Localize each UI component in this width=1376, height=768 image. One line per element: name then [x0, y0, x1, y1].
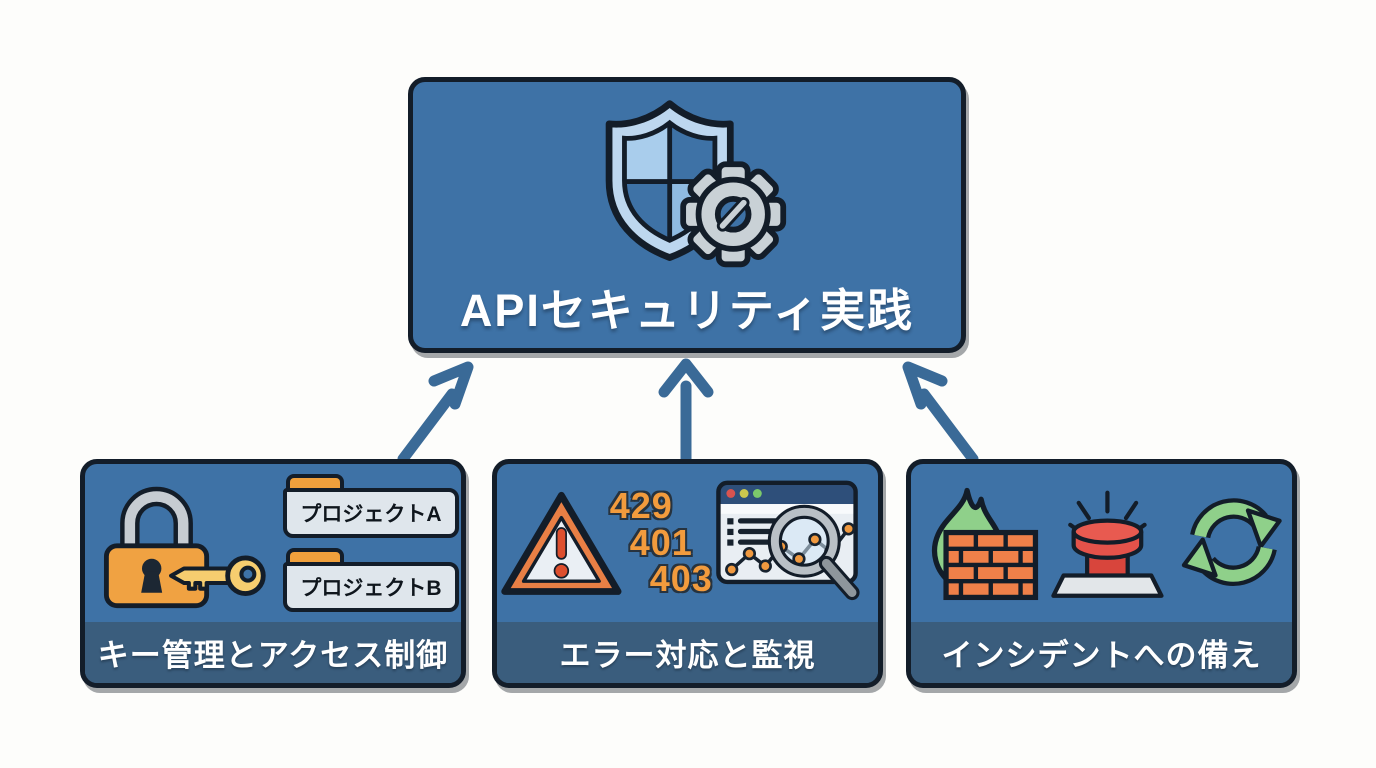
emergency-button-icon [1051, 490, 1165, 598]
firewall-icon [932, 487, 1039, 600]
node-incident-preparedness-label: インシデントへの備え [911, 622, 1292, 683]
folder-list: プロジェクトA プロジェクトB [283, 474, 459, 612]
magnifier-icon [775, 512, 834, 571]
folder-label: プロジェクトB [300, 577, 442, 600]
root-node-title: APIセキュリティ実践 [459, 285, 915, 336]
node-key-management: プロジェクトA プロジェクトB キー管理とアクセス制御 [80, 459, 466, 688]
error-code: 429 [609, 484, 673, 526]
node-error-monitoring-body: 429 401 403 [497, 464, 878, 622]
gear-icon [680, 161, 787, 268]
warning-triangle-icon [501, 491, 622, 595]
root-node: APIセキュリティ実践 [408, 77, 966, 353]
shield-gear-icon [605, 100, 787, 268]
folder-project-b: プロジェクトB [283, 548, 459, 612]
padlock-key-icon [103, 486, 266, 609]
arrow-right-node-to-root [902, 361, 979, 465]
error-code-list: 429 401 403 [609, 484, 719, 600]
error-code: 403 [649, 558, 713, 600]
node-incident-preparedness: インシデントへの備え [906, 459, 1297, 688]
folder-icon [286, 474, 344, 490]
node-error-monitoring: 429 401 403 [492, 459, 883, 688]
node-key-management-label: キー管理とアクセス制御 [85, 622, 461, 683]
recovery-cycle-icon [1182, 498, 1283, 586]
node-key-management-body: プロジェクトA プロジェクトB [85, 464, 461, 622]
arrow-left-node-to-root [397, 361, 474, 465]
folder-icon [286, 548, 344, 564]
folder-project-a: プロジェクトA [283, 474, 459, 538]
arrow-middle-node-to-root [658, 358, 714, 465]
folder-label: プロジェクトA [300, 503, 442, 526]
node-error-monitoring-label: エラー対応と監視 [497, 622, 878, 683]
error-code: 401 [629, 521, 693, 563]
monitoring-window-icon [716, 480, 860, 601]
node-incident-preparedness-body [911, 464, 1292, 622]
